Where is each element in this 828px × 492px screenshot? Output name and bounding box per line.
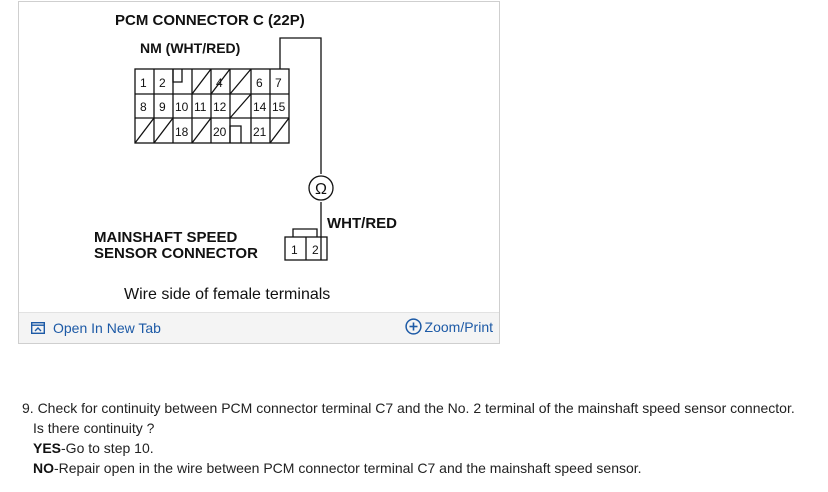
- pin-2: 2: [159, 76, 166, 90]
- step-9-instruction: 9. Check for continuity between PCM conn…: [22, 400, 795, 416]
- pcm-connector: [134, 68, 290, 144]
- wire-label-top: NM (WHT/RED): [140, 40, 240, 56]
- ohm-icon: Ω: [315, 181, 327, 198]
- pin-12: 12: [213, 100, 227, 114]
- pin-20: 20: [213, 125, 227, 139]
- pin-15: 15: [272, 100, 286, 114]
- ohmmeter-symbol: Ω: [308, 175, 334, 201]
- pin-6: 6: [256, 76, 263, 90]
- sensor-pin-2: 2: [312, 243, 319, 257]
- connector-title: PCM CONNECTOR C (22P): [115, 12, 305, 29]
- diagram-caption: Wire side of female terminals: [124, 286, 330, 303]
- test-wire: [279, 37, 322, 260]
- yes-text: -Go to step 10.: [61, 440, 154, 456]
- pin-11: 11: [194, 100, 207, 114]
- sensor-label-line1: MAINSHAFT SPEED: [94, 229, 238, 246]
- figure-toolbar: Open In New Tab Zoom/Print: [19, 312, 499, 343]
- sensor-pin-1: 1: [291, 243, 298, 257]
- pin-9: 9: [159, 100, 166, 114]
- open-in-new-tab-label: Open In New Tab: [53, 320, 161, 336]
- pin-21: 21: [253, 125, 267, 139]
- open-new-tab-icon: [31, 322, 45, 334]
- zoom-print-label: Zoom/Print: [424, 318, 493, 335]
- figure-panel: PCM CONNECTOR C (22P) NM (WHT/RED): [18, 1, 500, 344]
- sensor-connector: [284, 228, 328, 261]
- pin-8: 8: [140, 100, 147, 114]
- step-9-question: Is there continuity ?: [33, 420, 155, 436]
- wire-label-right: WHT/RED: [327, 215, 397, 232]
- procedure-text: 9. Check for continuity between PCM conn…: [22, 398, 822, 478]
- open-in-new-tab-link[interactable]: Open In New Tab: [31, 320, 161, 336]
- sensor-label-line2: SENSOR CONNECTOR: [94, 245, 258, 262]
- step-9-yes: YES-Go to step 10.: [22, 438, 822, 458]
- pin-10: 10: [175, 100, 189, 114]
- pin-14: 14: [253, 100, 267, 114]
- pin-1: 1: [140, 76, 147, 90]
- step-9-no: NO-Repair open in the wire between PCM c…: [22, 458, 822, 478]
- pin-18: 18: [175, 125, 189, 139]
- no-text: -Repair open in the wire between PCM con…: [54, 460, 642, 476]
- pin-7: 7: [275, 76, 282, 90]
- no-prefix: NO: [33, 460, 54, 476]
- pin-4: 4: [216, 76, 223, 90]
- zoom-print-link[interactable]: Zoom/Print: [404, 318, 493, 335]
- yes-prefix: YES: [33, 440, 62, 456]
- plus-circle-icon: [404, 318, 422, 335]
- wiring-diagram: PCM CONNECTOR C (22P) NM (WHT/RED): [94, 12, 397, 303]
